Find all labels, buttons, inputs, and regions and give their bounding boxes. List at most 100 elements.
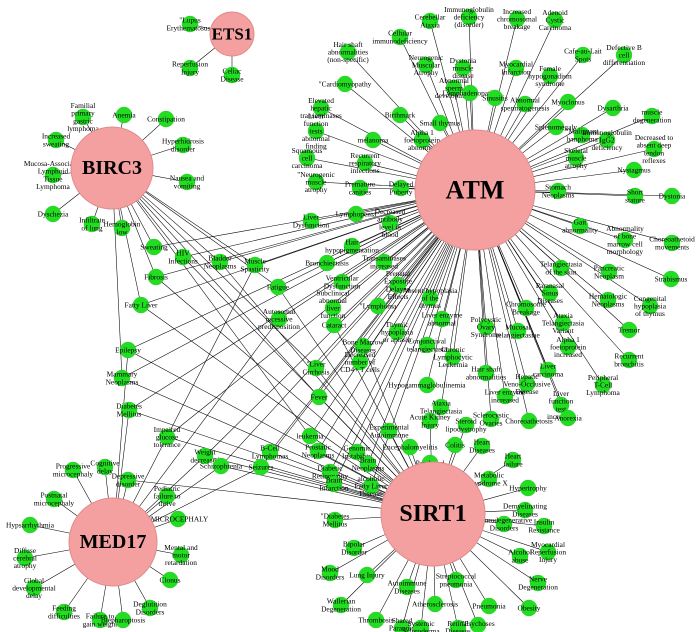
disease-node-psychoses[interactable]: "Psychoses bbox=[461, 616, 495, 632]
disease-node-fatty-liver[interactable]: Fatty Liver bbox=[124, 296, 158, 314]
disease-node-colitis[interactable]: Colitis bbox=[445, 436, 465, 454]
disease-node-microcephaly-q[interactable]: "MICROCEPHALY bbox=[148, 510, 209, 528]
disease-node-seizures[interactable]: Seizures bbox=[248, 458, 274, 476]
disease-node-hypsarrhythmia[interactable]: Hypsarrhythmia bbox=[6, 516, 55, 534]
disease-node-myoclonus[interactable]: Myoclonus bbox=[551, 93, 585, 111]
disease-node-birthmark[interactable]: Birthmark bbox=[385, 106, 416, 124]
disease-node-thrombosis[interactable]: Thrombosis bbox=[358, 611, 394, 629]
disease-node-epilepsy[interactable]: Epilepsy bbox=[115, 341, 141, 359]
disease-node-cardiomyopathy[interactable]: "Cardiomyopathy bbox=[319, 75, 372, 93]
gene-hub-ets1[interactable]: ETS1 bbox=[209, 11, 255, 57]
disease-node-obesity[interactable]: Obesity bbox=[518, 599, 541, 617]
disease-node-tremor[interactable]: Tremor bbox=[618, 321, 640, 339]
disease-node-choreoathetosis[interactable]: Choreoathetosis bbox=[505, 412, 553, 430]
disease-node-fibrosis[interactable]: Fibrosis bbox=[144, 268, 168, 286]
gene-hub-med17[interactable]: MED17 bbox=[68, 497, 158, 587]
disease-node-melanoma[interactable]: melanoma bbox=[358, 131, 390, 149]
disease-node-lymphoma-q[interactable]: "Lymphoma bbox=[360, 297, 397, 315]
disease-node-small-thymus[interactable]: Small thymus bbox=[420, 114, 461, 132]
disease-node-fever[interactable]: Fever bbox=[311, 388, 328, 406]
disease-node-atherosclerosis[interactable]: Atherosclerosis bbox=[412, 595, 458, 613]
disease-node-leukemia[interactable]: leukemia bbox=[296, 427, 324, 445]
disease-node-bronchiectasis[interactable]: Bronchiectasis bbox=[305, 254, 349, 272]
disease-node-anemia[interactable]: Anemia bbox=[112, 106, 136, 124]
disease-node-anorexia[interactable]: Anorexia bbox=[554, 409, 582, 427]
